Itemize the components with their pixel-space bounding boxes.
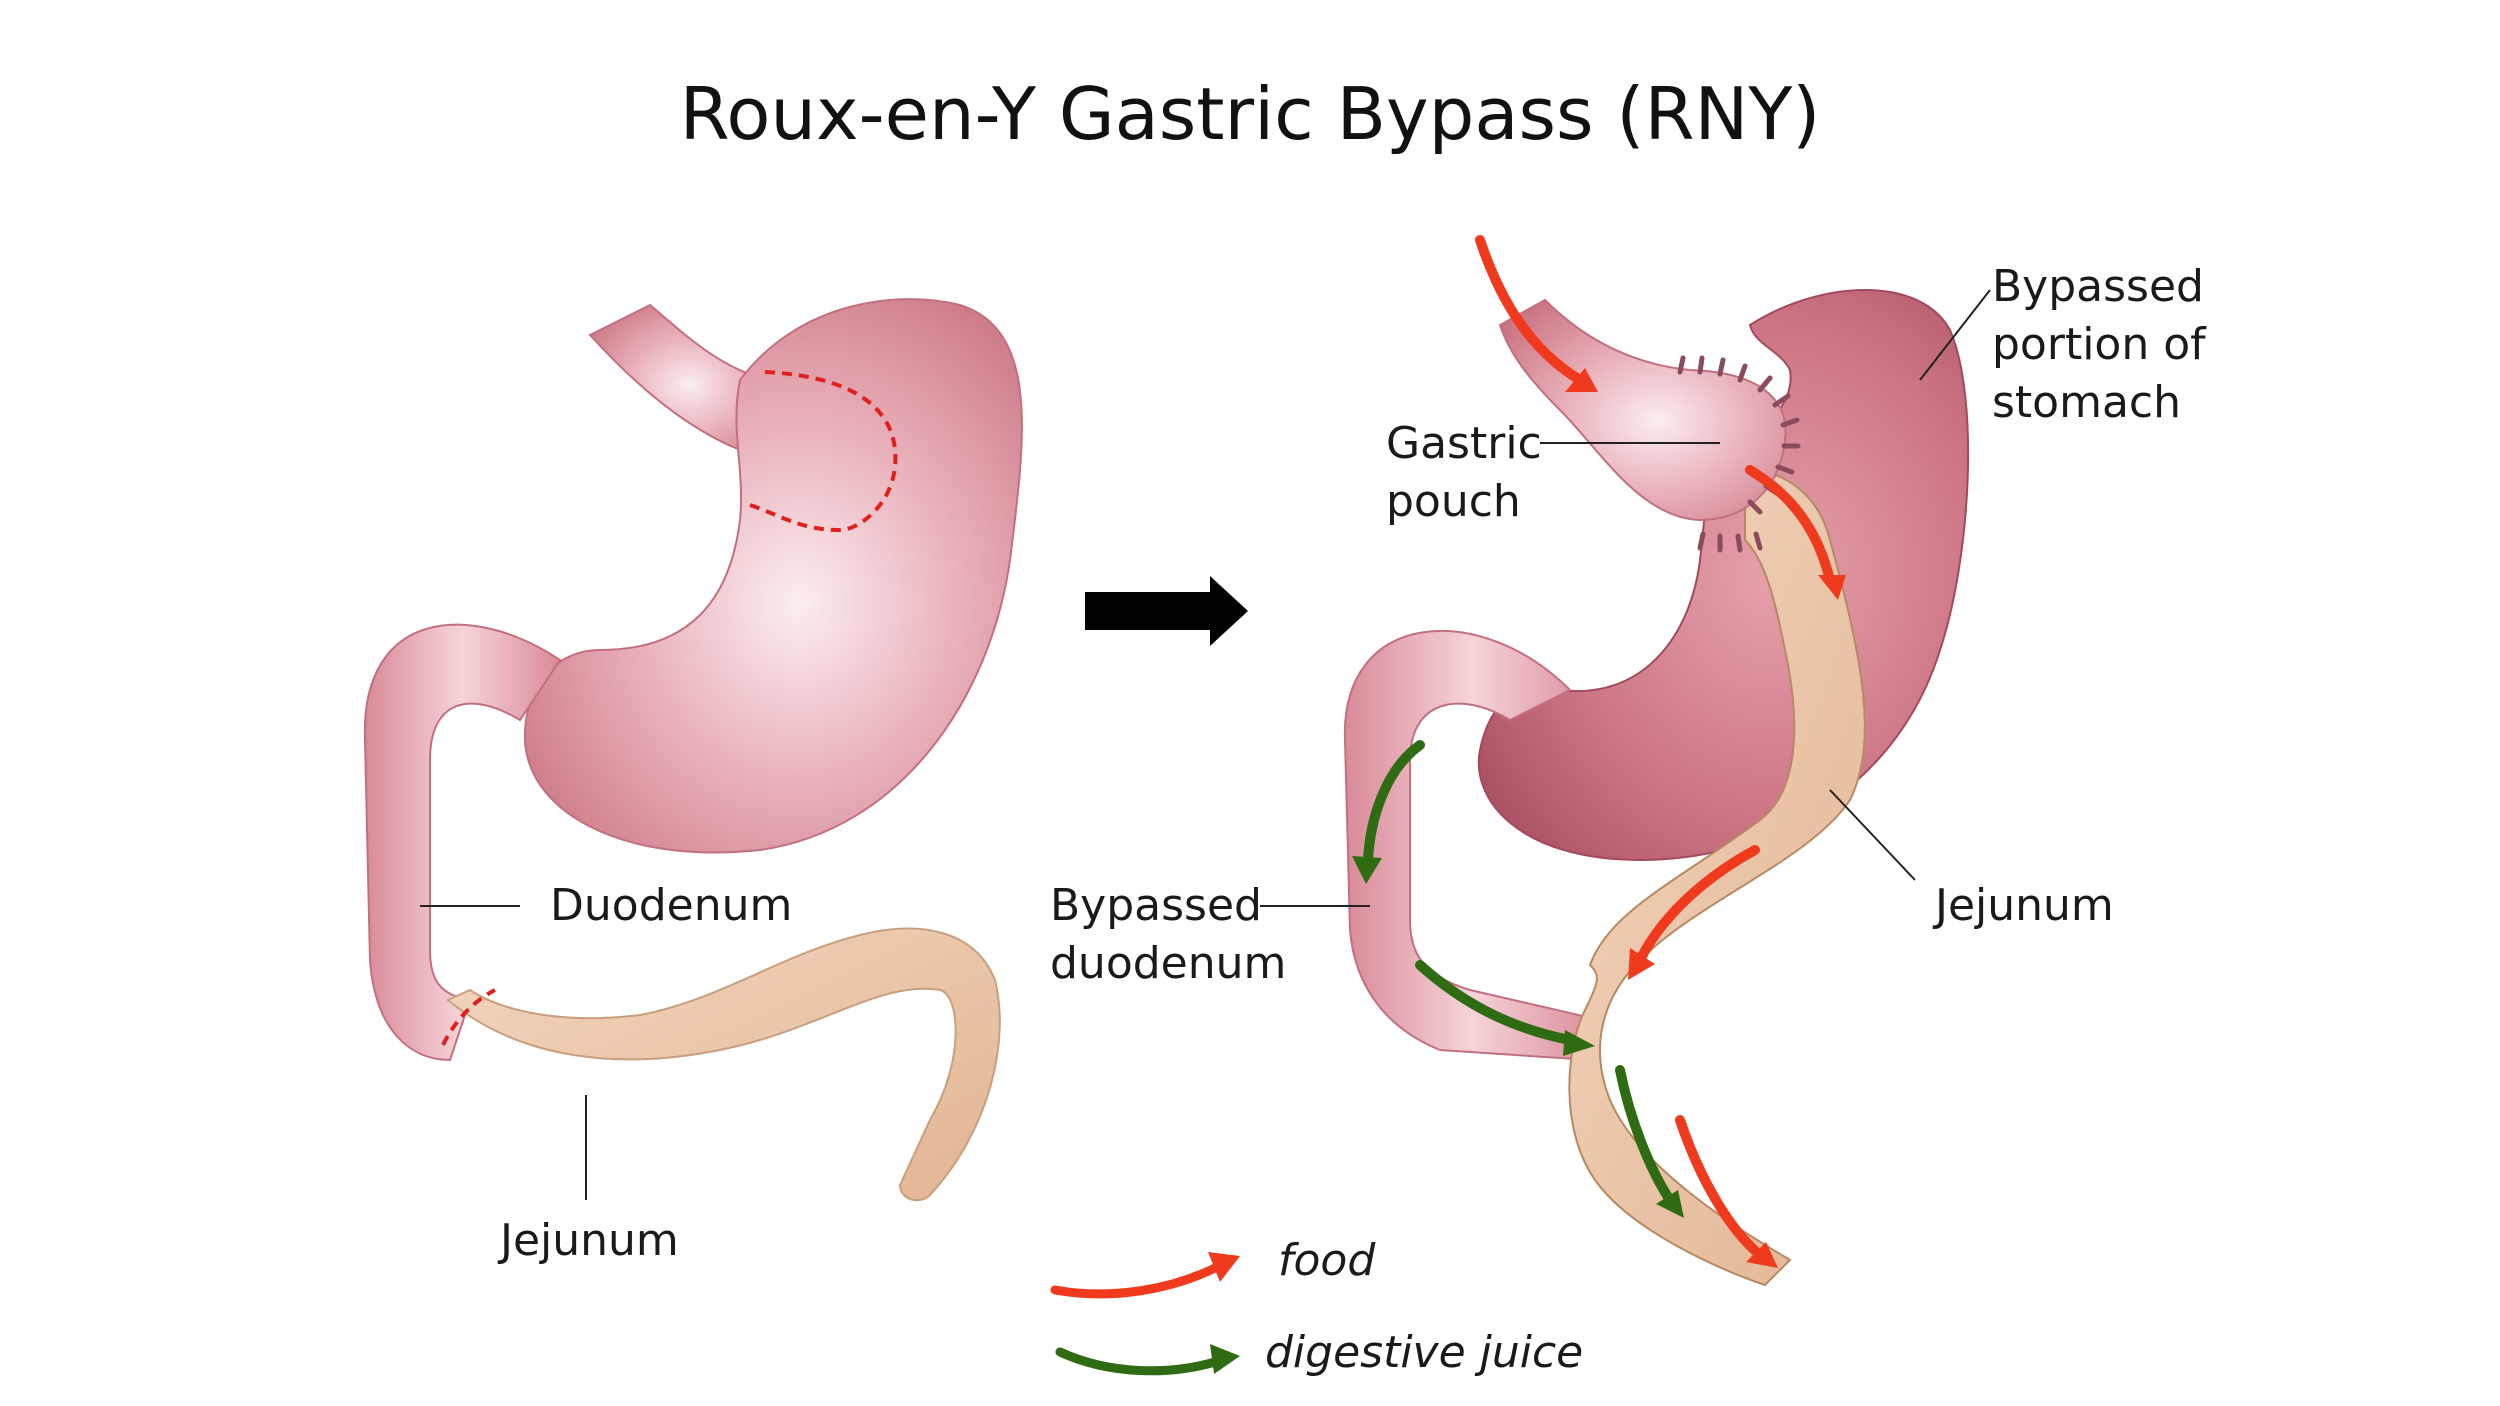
- leader-bypassed-stomach: [1919, 289, 1991, 381]
- stomach: [523, 298, 1023, 854]
- legend-digestive-juice-label: digestive juice: [1265, 1327, 1584, 1378]
- bypassed-duodenum: [1343, 630, 1602, 1062]
- legend-digestive-juice-arrow: [1055, 1344, 1240, 1376]
- legend-food-label: food: [1278, 1235, 1376, 1286]
- jejunum: [446, 927, 1001, 1202]
- leader-jejunum-after: [1829, 789, 1916, 881]
- normal-anatomy: [363, 298, 1023, 1202]
- digestive-juice-arrows: [1363, 740, 1675, 1205]
- legend-food-arrow: [1050, 1252, 1240, 1299]
- label-bypassed-duodenum: Bypassed duodenum: [1050, 880, 1287, 989]
- label-jejunum-after: Jejunum: [1935, 880, 2114, 931]
- duodenum: [363, 623, 562, 1062]
- label-jejunum-before: Jejunum: [500, 1215, 679, 1266]
- bypass-anatomy: [1260, 235, 1991, 1287]
- label-bypassed-stomach: Bypassed portion of stomach: [1992, 261, 2206, 428]
- gastric-pouch: [1498, 298, 1787, 522]
- duodenum-cut-line: [441, 988, 496, 1046]
- digestive-juice-arrowheads: [1352, 856, 1684, 1218]
- pouch-cut-line: [749, 370, 898, 533]
- transition-arrow: [1085, 576, 1248, 646]
- label-gastric-pouch: Gastric pouch: [1386, 418, 1542, 527]
- diagram-title: Roux-en-Y Gastric Bypass (RNY): [679, 72, 1821, 156]
- food-arrows: [1475, 235, 1835, 1260]
- label-duodenum: Duodenum: [550, 880, 793, 931]
- food-arrowheads: [1565, 368, 1846, 1268]
